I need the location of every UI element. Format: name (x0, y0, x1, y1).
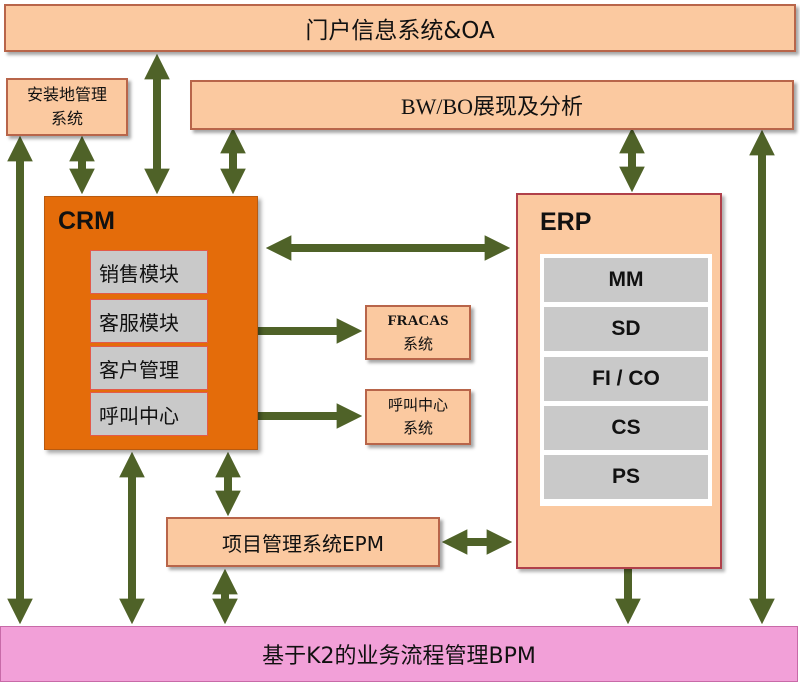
crm-module-customer: 客户管理 (90, 346, 208, 390)
callcenter-system-line1: 呼叫中心 (387, 396, 448, 414)
crm-module-service: 客服模块 (90, 299, 208, 343)
crm-module-callcenter: 呼叫中心 (90, 392, 208, 436)
callcenter-system-box: 呼叫中心 系统 (365, 389, 471, 445)
epm-system-box: 项目管理系统EPM (166, 517, 440, 567)
portal-oa-box: 门户信息系统&OA (4, 4, 796, 52)
erp-title: ERP (540, 208, 592, 236)
erp-module-sd: SD (543, 306, 709, 352)
fracas-system-line2: 系统 (402, 334, 433, 353)
install-site-system-line1: 安装地管理 (26, 85, 107, 104)
epm-system-label: 项目管理系统EPM (222, 531, 384, 556)
portal-oa-label: 门户信息系统&OA (305, 18, 495, 44)
bwbo-analysis-box: BW/BO展现及分析 (190, 80, 794, 130)
install-site-system-line2: 系统 (50, 109, 83, 128)
fracas-system-line1: FRACAS (387, 312, 449, 329)
bpm-system-label: 基于K2的业务流程管理BPM (262, 644, 536, 669)
crm-title: CRM (58, 207, 115, 235)
erp-module-fico: FI / CO (543, 356, 709, 402)
bpm-system-box: 基于K2的业务流程管理BPM (0, 626, 798, 682)
erp-module-ps: PS (543, 454, 709, 500)
bwbo-analysis-label: BW/BO展现及分析 (400, 94, 584, 119)
callcenter-system-line2: 系统 (402, 419, 433, 437)
erp-module-cs: CS (543, 405, 709, 451)
fracas-system-box: FRACAS 系统 (365, 305, 471, 360)
crm-module-sales: 销售模块 (90, 250, 208, 294)
erp-module-mm: MM (543, 257, 709, 303)
install-site-system-box: 安装地管理 系统 (6, 78, 128, 136)
